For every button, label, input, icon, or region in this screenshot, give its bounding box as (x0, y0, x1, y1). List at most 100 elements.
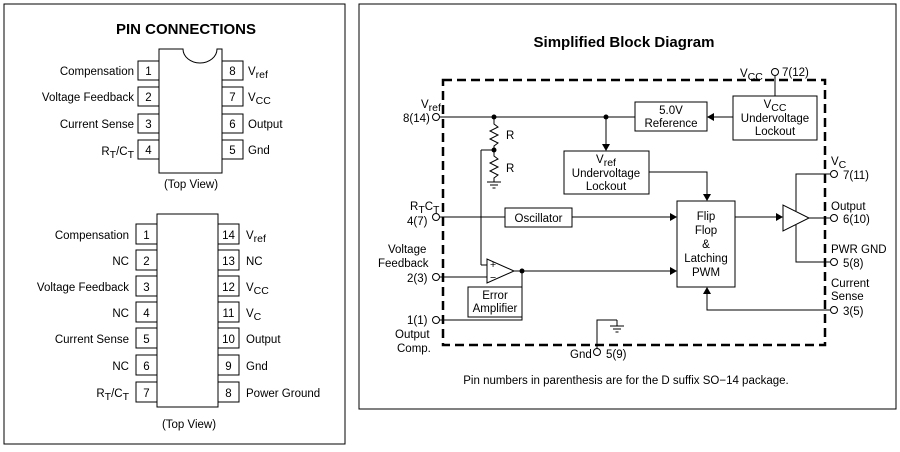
dip14-pin-3-num: 3 (143, 282, 149, 294)
dip8-pin-4-label: RT/CT (101, 146, 134, 161)
dip14-pin-12-label: VCC (246, 282, 269, 297)
comp-label-line1: Output (395, 329, 430, 341)
dip14-pin-11-num: 11 (223, 308, 235, 320)
error-amp-plus: + (490, 259, 496, 271)
csense-pin-terminal (830, 306, 838, 314)
dip14-pin-5 (135, 327, 158, 349)
dip14-pin-14-num: 14 (222, 230, 235, 242)
pwrgnd-pin-number: 5(8) (843, 258, 864, 270)
vref-undervoltage-lockout-block (563, 150, 650, 195)
dip14-pin-6-label: NC (112, 361, 129, 373)
dip14-pin-10 (217, 327, 240, 349)
divider-ground-icon (487, 181, 501, 189)
flipflop-line4: Latching (684, 253, 727, 265)
dip14-body (156, 213, 219, 408)
dip14-pin-1-label: Compensation (55, 230, 129, 242)
dip14-pin-14-label: Vref (246, 230, 266, 245)
arrow-uvlo-to-ref (707, 113, 714, 121)
wire-vc (795, 173, 830, 211)
vfb-pin-terminal (432, 273, 440, 281)
vcc-uvlo-line3: Lockout (755, 126, 796, 138)
dip14-pin-10-label: Output (246, 334, 281, 346)
error-amplifier-triangle (486, 258, 516, 284)
output-driver-triangle (782, 204, 811, 232)
dip14-pin-4 (135, 301, 158, 323)
wire-amp-to-comp (440, 271, 523, 321)
vcc-uvlo-line1: VCC (764, 99, 787, 114)
dip8-body (158, 48, 223, 174)
pin-connections-frame (3, 3, 346, 445)
dip14-pin-9-label: Gnd (246, 361, 268, 373)
vc-pin-number: 7(11) (843, 170, 869, 182)
gnd-pin-terminal (593, 348, 601, 356)
ic-package-outline (441, 78, 827, 347)
resistor-r1 (488, 117, 500, 150)
wire-internal-ground (596, 319, 617, 348)
block-diagram-title: Simplified Block Diagram (534, 34, 715, 51)
dip14-pin-11 (217, 301, 240, 323)
dip14-pin-2 (135, 249, 158, 271)
csense-pin-number: 3(5) (843, 306, 864, 318)
dip8-view-caption: (Top View) (164, 179, 218, 191)
comp-label-line2: Comp. (397, 343, 431, 355)
vref-pin-terminal (432, 113, 440, 121)
vcc-pin-terminal (771, 68, 779, 76)
dip8-pin-8 (221, 60, 244, 81)
dip14-pin-8-label: Power Ground (246, 388, 320, 400)
dip14-pin-7-num: 7 (143, 388, 149, 400)
vcc-undervoltage-lockout-block (732, 95, 818, 141)
dip14-pin-2-label: NC (112, 256, 129, 268)
dip8-pin-7 (221, 86, 244, 107)
dip8-pin-3-num: 3 (145, 119, 151, 131)
dip14-pin-3-label: Voltage Feedback (37, 282, 129, 294)
reference-line2: Reference (644, 118, 697, 130)
arrow-vref-to-uvlo (602, 144, 610, 151)
vref-label: Vref (421, 99, 441, 114)
reference-line1: 5.0V (659, 105, 683, 117)
vfb-label-line2: Feedback (378, 258, 429, 270)
vc-pin-terminal (830, 170, 838, 178)
error-amp-line1: Error (482, 290, 508, 302)
vref-uvlo-line1: Vref (596, 154, 616, 169)
output-pin-terminal (830, 214, 838, 222)
dip8-pin-5 (221, 139, 244, 160)
dip14-pin-13-label: NC (246, 256, 263, 268)
dip8-package: 1 2 3 4 Compensation Voltage Feedback Cu… (42, 48, 283, 191)
dip8-pin-7-num: 7 (229, 92, 235, 104)
oscillator-label: Oscillator (515, 213, 563, 225)
dip14-pin-9-num: 9 (225, 361, 231, 373)
dip8-pin-6-label: Output (248, 119, 283, 131)
error-amp-line2: Amplifier (473, 303, 518, 315)
dip14-pin-5-label: Current Sense (55, 334, 129, 346)
dip14-pin-2-num: 2 (143, 256, 149, 268)
gnd-pin-number: 5(9) (606, 349, 627, 361)
block-diagram-frame (358, 3, 897, 410)
dip14-pin-1 (135, 223, 158, 245)
dip8-pin-2 (137, 86, 160, 107)
flipflop-line5: PWM (692, 267, 720, 279)
dip8-pin-2-label: Voltage Feedback (42, 92, 134, 104)
dip14-pin-6 (135, 354, 158, 376)
flipflop-line2: Flop (695, 225, 717, 237)
dip8-pin-6 (221, 113, 244, 134)
csense-label-line2: Sense (831, 291, 864, 303)
resistor-r2-label: R (506, 163, 514, 175)
dip8-pin-5-label: Gnd (248, 145, 270, 157)
output-label: Output (831, 201, 866, 213)
rtct-pin-terminal (432, 213, 440, 221)
dip8-pin-8-num: 8 (229, 66, 235, 78)
dip14-pin-3 (135, 275, 158, 297)
dip14-pin-8-num: 8 (225, 388, 231, 400)
error-amp-minus: − (490, 272, 496, 284)
comp-pin-number: 1(1) (407, 315, 428, 327)
dip14-pin-1-num: 1 (143, 230, 149, 242)
vref-uvlo-line3: Lockout (586, 181, 627, 193)
dip14-pin-9 (217, 354, 240, 376)
dip14-pin-12 (217, 275, 240, 297)
reference-block (634, 101, 708, 132)
pwrgnd-label: PWR GND (831, 244, 887, 256)
dip14-pin-7 (135, 381, 158, 403)
dip14-pin-12-num: 12 (222, 282, 235, 294)
dip14-pin-8 (217, 381, 240, 403)
vcc-uvlo-line2: Undervoltage (741, 113, 809, 125)
